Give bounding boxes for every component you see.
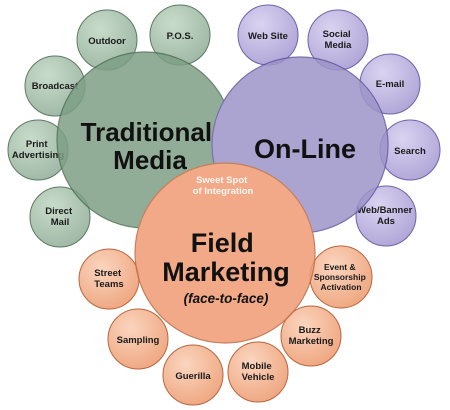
satellite-sampling-label: Sampling (117, 335, 160, 346)
satellite-guerilla: Guerilla (162, 344, 224, 406)
satellite-web-banner-circle (355, 185, 417, 247)
satellite-search-label: Search (394, 146, 426, 157)
satellite-buzz-marketing-label-2: Marketing (289, 336, 334, 347)
satellite-direct-mail-label-2: Mail (51, 217, 69, 228)
svg-text:Print Advertising: Print Advertising (12, 139, 64, 161)
label-field-2: Marketing (162, 257, 290, 287)
satellite-broadcast-label: Broadcast (32, 81, 79, 92)
svg-text:Mobile Vehicle: Mobile Vehicle (242, 361, 275, 383)
satellite-event-label-1: Event & (324, 262, 356, 272)
satellite-pos-label: P.O.S. (167, 31, 194, 42)
satellite-web-site-label: Web Site (248, 31, 288, 42)
satellite-mobile-vehicle-circle (227, 341, 289, 403)
satellite-event-label-3: Activation (320, 282, 361, 292)
venn-main-circles (56, 51, 389, 344)
satellite-print-advertising: Print Advertising (7, 119, 69, 181)
satellite-web-banner-label-2: Ads (377, 216, 395, 227)
label-field-1: Field (191, 228, 254, 258)
satellite-street-teams-label-2: Teams (94, 279, 123, 290)
satellite-print-label-1: Print (26, 139, 48, 150)
satellite-web-banner-label-1: Web/Banner (357, 205, 413, 216)
label-traditional-1: Traditional (81, 117, 212, 147)
svg-text:Outdoor: Outdoor (88, 36, 126, 47)
svg-text:Street Teams: Street Teams (94, 268, 124, 290)
svg-text:Social Media: Social Media (323, 29, 354, 51)
satellite-web-site: Web Site (237, 4, 299, 66)
sweet-spot-label-2: of Integration (193, 186, 254, 197)
satellite-street-teams: Street Teams (78, 248, 140, 310)
circle-field-marketing (134, 162, 316, 344)
satellite-search: Search (379, 119, 441, 181)
satellite-social-media-label-1: Social (323, 29, 351, 40)
satellite-email-label: E-mail (376, 79, 405, 90)
svg-text:Web Site: Web Site (248, 31, 288, 42)
satellite-direct-mail-label-1: Direct (45, 206, 73, 217)
svg-text:(face-to-face): (face-to-face) (184, 291, 269, 306)
satellite-mobile-vehicle: Mobile Vehicle (227, 341, 289, 403)
satellite-buzz-marketing-label-1: Buzz (299, 325, 321, 336)
satellite-direct-mail: Direct Mail (29, 186, 91, 248)
satellite-guerilla-circle (162, 344, 224, 406)
satellite-buzz-marketing: Buzz Marketing (280, 305, 342, 367)
svg-text:Event & Sponsorship: Event & Sponsorship Activation (314, 262, 368, 292)
satellite-social-media-label-2: Media (325, 40, 353, 51)
svg-text:Field Marketing: Field Marketing (162, 228, 290, 287)
satellite-buzz-marketing-circle (280, 305, 342, 367)
satellite-street-teams-label-1: Street (94, 268, 122, 279)
satellite-direct-mail-circle (29, 186, 91, 248)
satellite-print-label-2: Advertising (12, 150, 64, 161)
label-field-3: (face-to-face) (184, 291, 269, 306)
svg-text:P.O.S.: P.O.S. (167, 31, 194, 42)
satellite-outdoor-label: Outdoor (88, 36, 126, 47)
label-traditional-2: Media (113, 145, 187, 175)
svg-text:Search: Search (394, 146, 426, 157)
svg-text:Broadcast: Broadcast (32, 81, 79, 92)
satellite-mobile-vehicle-label-2: Vehicle (242, 372, 275, 383)
satellite-guerilla-label: Guerilla (175, 371, 211, 382)
satellite-mobile-vehicle-label-1: Mobile (242, 361, 272, 372)
svg-text:Buzz Marketing: Buzz Marketing (289, 325, 334, 347)
svg-text:E-mail: E-mail (376, 79, 405, 90)
label-online: On-Line (254, 134, 356, 164)
satellite-sampling-circle (107, 308, 169, 370)
svg-text:Direct Mail: Direct Mail (45, 206, 75, 228)
svg-text:Sampling: Sampling (117, 335, 160, 346)
svg-text:Sweet Spot of Integration: Sweet Spot of Integration (193, 175, 254, 197)
svg-text:Guerilla: Guerilla (175, 371, 211, 382)
satellite-event-label-2: Sponsorship (314, 272, 366, 282)
svg-text:Web/Banner Ads: Web/Banner Ads (357, 205, 415, 227)
satellite-web-banner-ads: Web/Banner Ads (355, 185, 417, 247)
svg-text:Traditional Media: Traditional Media (81, 117, 220, 175)
satellite-sampling: Sampling (107, 308, 169, 370)
sweet-spot-label-1: Sweet Spot (196, 175, 248, 186)
svg-text:On-Line: On-Line (254, 134, 356, 164)
satellite-event-sponsorship: Event & Sponsorship Activation (309, 245, 373, 309)
